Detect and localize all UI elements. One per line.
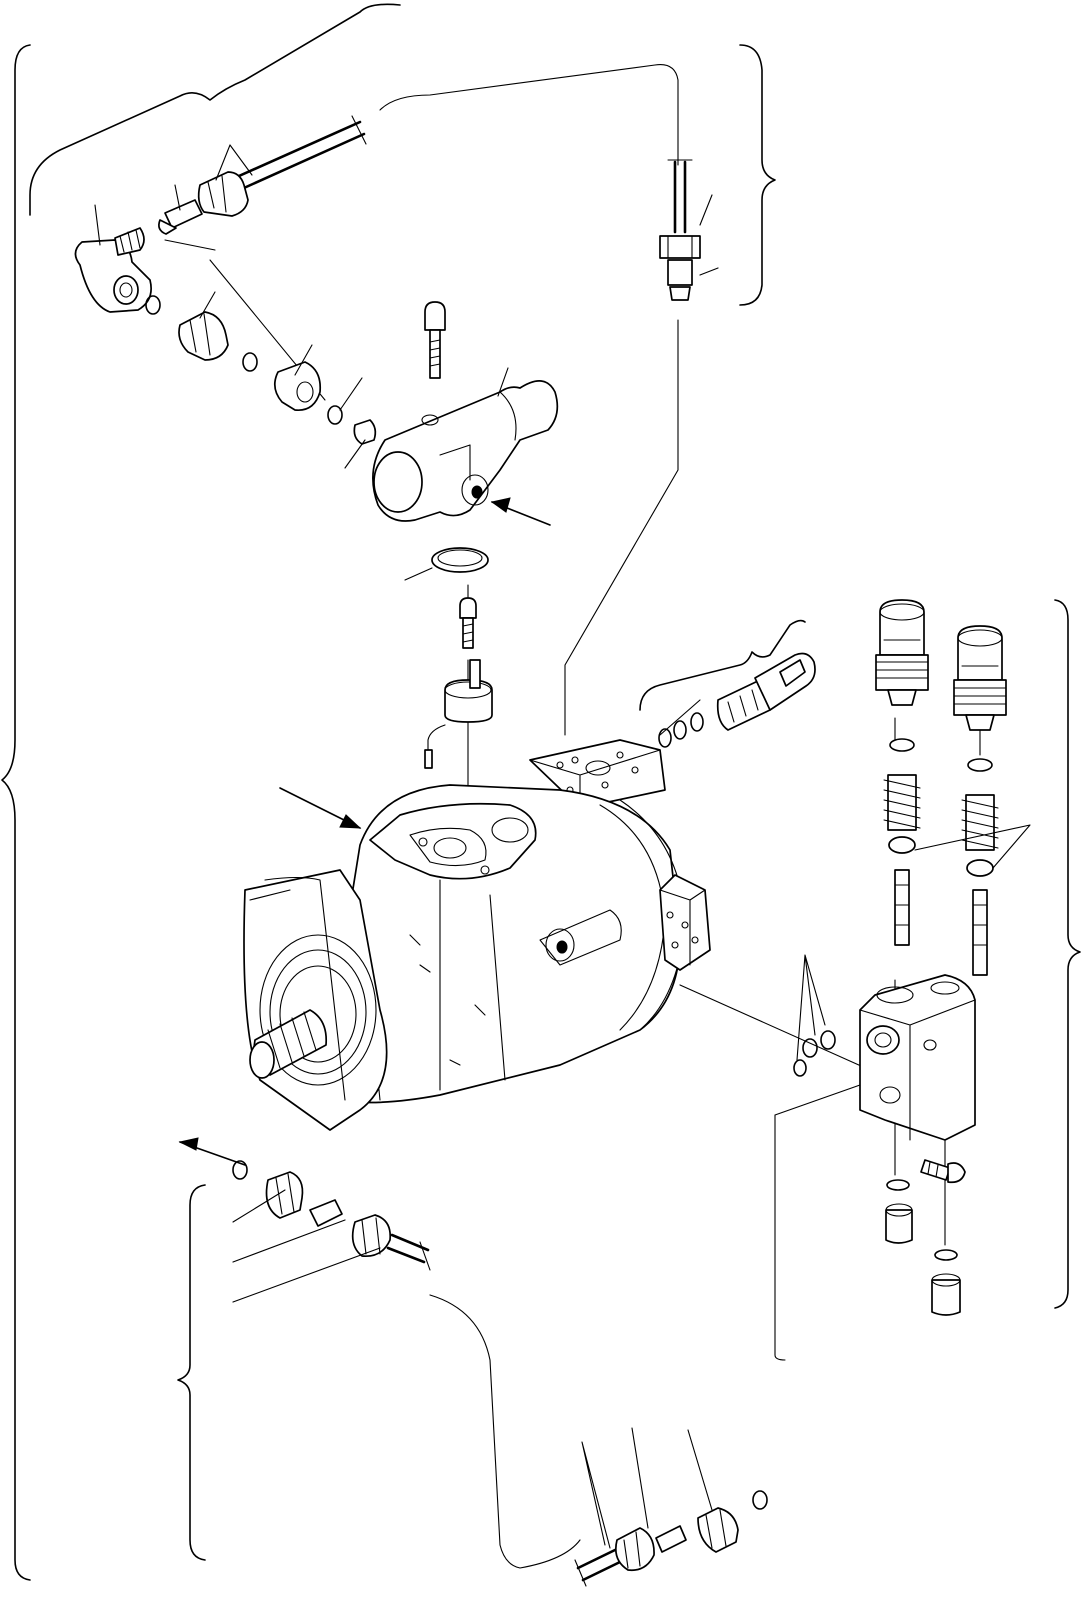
pin-block	[425, 660, 492, 768]
hydraulic-pump	[244, 740, 710, 1130]
bolt-mid	[460, 598, 476, 648]
solenoid-valve	[659, 654, 815, 747]
brace-lower-left	[178, 1185, 205, 1560]
connection-lines	[165, 65, 980, 1568]
manifold-block	[860, 975, 975, 1140]
bolt-right	[921, 1160, 965, 1182]
o-rings-right	[794, 955, 835, 1076]
brace-left-main	[2, 4, 400, 1580]
fittings-bottom	[575, 1428, 767, 1586]
relief-valve-left	[876, 600, 928, 945]
relief-valve-right	[954, 626, 1006, 975]
o-ring-large	[432, 548, 488, 572]
brace-top-right	[740, 45, 775, 305]
callout-leaders	[95, 145, 508, 468]
brace-solenoid	[640, 621, 805, 710]
plugs-bottom-right	[886, 1180, 960, 1315]
fitting-top-right	[660, 160, 718, 300]
elbow-fitting-top-left	[75, 228, 151, 312]
brace-right	[1055, 600, 1080, 1308]
fittings-lower-left	[233, 1161, 430, 1302]
fittings-chain-top	[146, 296, 375, 444]
valve-block-top	[373, 381, 557, 521]
pipe-top	[159, 116, 366, 234]
bolt-top	[425, 302, 445, 378]
